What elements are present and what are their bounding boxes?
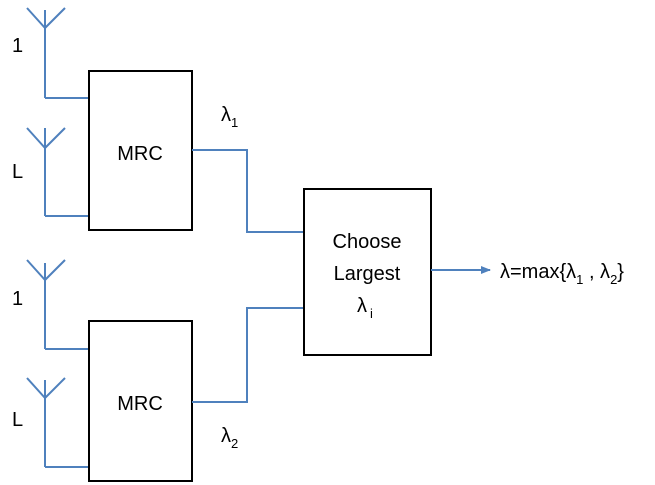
mrc-box-upper — [88, 70, 193, 231]
mrc-label: MRC — [117, 393, 163, 415]
antenna-label-l: L — [12, 161, 23, 183]
antenna-icon — [26, 259, 89, 350]
choose-largest-box — [303, 188, 432, 356]
antenna-icon — [26, 7, 89, 99]
mrc-label: MRC — [117, 143, 163, 165]
lambda-1-label: λ1 — [221, 104, 238, 130]
antenna-icon — [26, 127, 89, 217]
antenna-label-1: 1 — [12, 288, 23, 310]
lambda-2-label: λ2 — [221, 425, 238, 451]
mrc-box-lower — [88, 320, 193, 482]
antenna-label-1: 1 — [12, 35, 23, 57]
antenna-icon — [26, 377, 89, 468]
output-expression: λ=max{λ1 , λ2} — [500, 261, 624, 287]
branch-output-wire — [192, 307, 304, 403]
branch-output-wire — [192, 149, 304, 233]
antenna-label-l: L — [12, 409, 23, 431]
selector-line-1: Choose — [333, 231, 402, 253]
selector-line-2: Largest — [334, 263, 401, 285]
